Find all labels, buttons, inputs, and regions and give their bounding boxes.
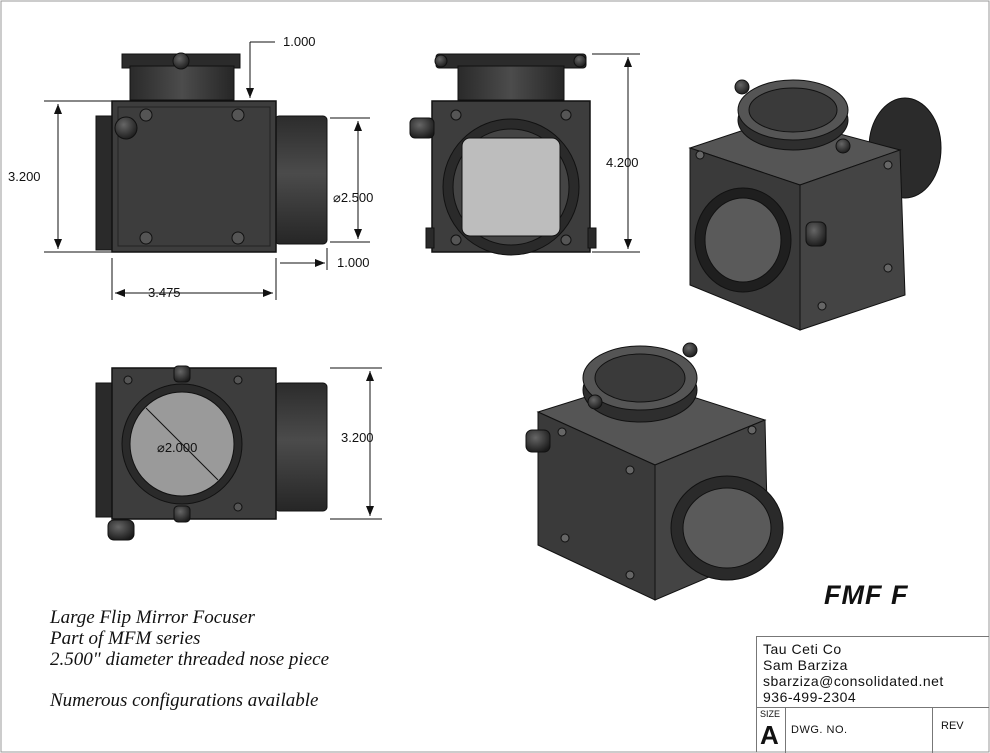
dim-side-height: 4.200: [606, 155, 639, 170]
revision-label: REV: [941, 720, 964, 732]
top-view: [95, 365, 328, 541]
dim-bore-diameter: ⌀2.000: [157, 440, 197, 455]
dim-top-height: 3.200: [341, 430, 374, 445]
note-line-4: Numerous configurations available: [50, 690, 319, 711]
title-block-bottom-row: SIZE A DWG. NO. REV: [757, 707, 989, 753]
size-value: A: [760, 720, 779, 750]
title-block-email: sbarziza@consolidated.net: [763, 673, 944, 689]
dim-front-width: 3.475: [148, 285, 181, 300]
part-number: FMF F: [824, 580, 909, 610]
title-block-phone: 936-499-2304: [763, 689, 857, 705]
size-cell: SIZE A: [757, 708, 786, 753]
revision-cell: REV: [932, 708, 990, 753]
drawing-number-label: DWG. NO.: [791, 724, 848, 736]
side-view: [409, 53, 597, 256]
title-block-company: Tau Ceti Co: [763, 641, 842, 657]
note-line-1: Large Flip Mirror Focuser: [50, 607, 255, 628]
iso-view-upper: [688, 79, 942, 331]
title-block-name: Sam Barziza: [763, 657, 848, 673]
title-block: Tau Ceti Co Sam Barziza sbarziza@consoli…: [756, 636, 989, 753]
dim-nose-length: 1.000: [337, 255, 370, 270]
dim-nose-diameter: ⌀2.500: [333, 190, 373, 205]
iso-view-lower: [525, 342, 784, 601]
dim-top-offset: 1.000: [283, 34, 316, 49]
note-line-3: 2.500" diameter threaded nose piece: [50, 649, 330, 670]
front-dimension-lines: [44, 41, 370, 300]
size-label: SIZE: [760, 709, 781, 719]
note-line-2: Part of MFM series: [50, 628, 201, 649]
front-view: [95, 52, 328, 253]
dim-front-height: 3.200: [8, 169, 41, 184]
